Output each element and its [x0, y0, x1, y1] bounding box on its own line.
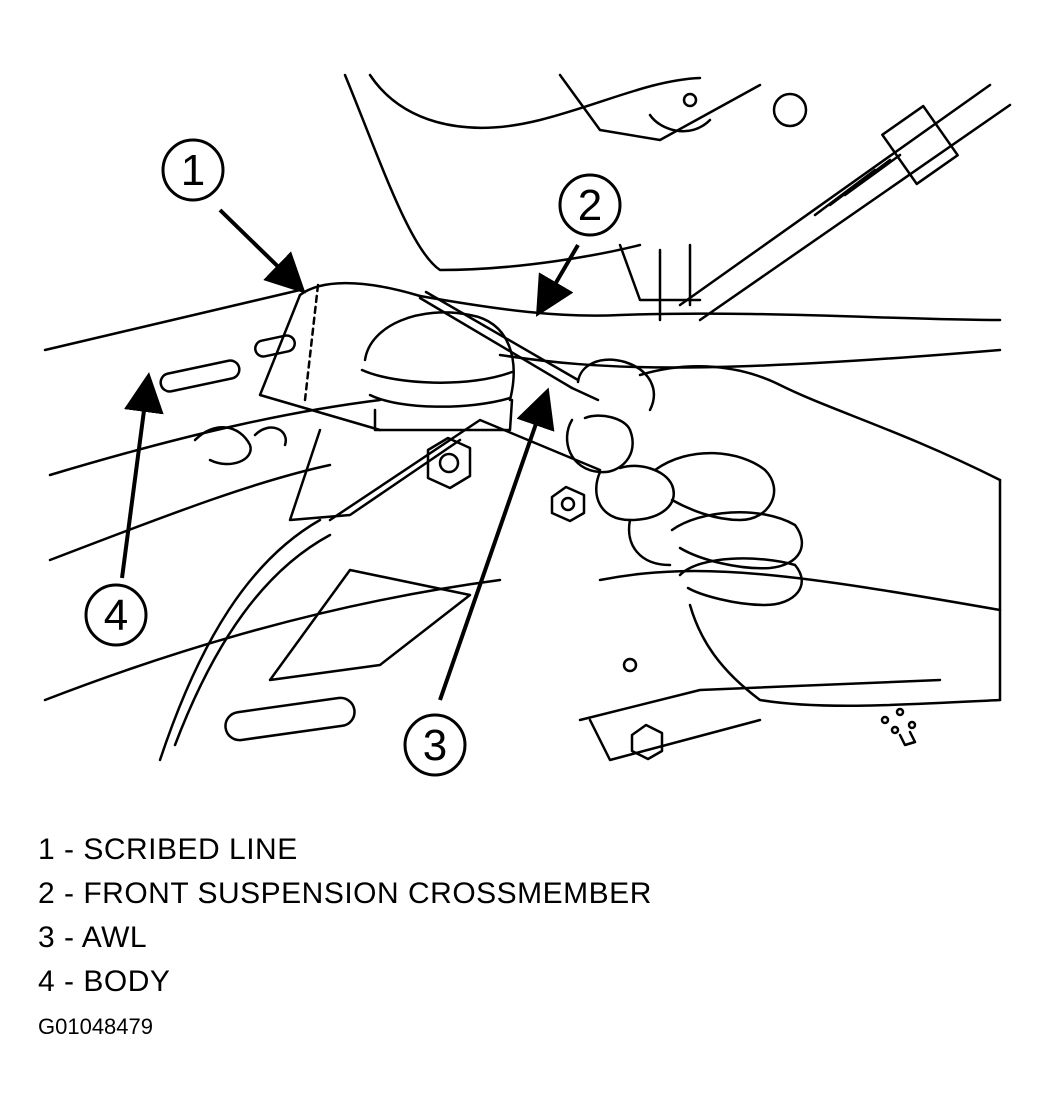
callout-4: 4	[84, 583, 148, 647]
callout-3-number: 3	[423, 721, 447, 770]
arrow-to-body	[120, 372, 164, 579]
leader-arrows	[120, 208, 580, 701]
callout-3: 3	[403, 713, 467, 777]
arrow-to-scribed-line	[218, 208, 306, 294]
callout-2-number: 2	[578, 181, 602, 230]
callout-2: 2	[558, 173, 622, 237]
line-drawing	[43, 73, 1012, 762]
legend-item-awl: 3 - AWL	[38, 921, 148, 954]
legend: 1 - SCRIBED LINE 2 - FRONT SUSPENSION CR…	[38, 828, 652, 1004]
legend-item-front-suspension-crossmember: 2 - FRONT SUSPENSION CROSSMEMBER	[38, 877, 652, 910]
callout-4-number: 4	[104, 591, 128, 640]
callout-1: 1	[161, 138, 225, 202]
legend-item-body: 4 - BODY	[38, 965, 171, 998]
arrow-to-crossmember	[535, 243, 580, 317]
arrow-to-awl	[438, 387, 555, 701]
crossmember-illustration: 1 2 3 4	[43, 73, 1012, 777]
figure-id: G01048479	[38, 1014, 153, 1039]
legend-item-scribed-line: 1 - SCRIBED LINE	[38, 833, 298, 866]
callout-1-number: 1	[181, 146, 205, 195]
